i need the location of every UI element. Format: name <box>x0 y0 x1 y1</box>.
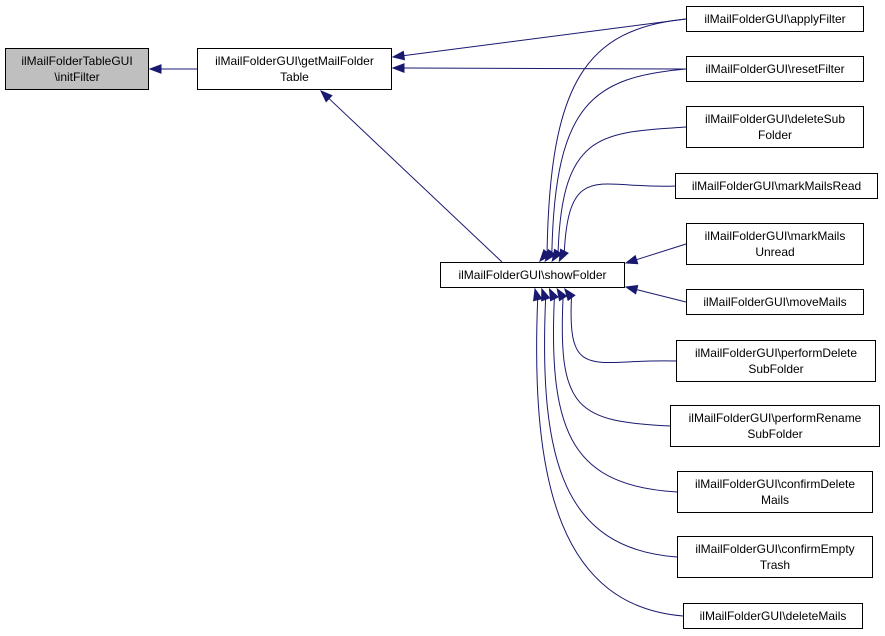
node-confirm-empty-trash[interactable]: ilMailFolderGUI\confirmEmpty Trash <box>677 536 873 578</box>
node-delete-sub-folder-line1: ilMailFolderGUI\deleteSub <box>704 112 846 126</box>
node-get-mail-folder-table-line2: Table <box>280 70 309 84</box>
node-mark-mails-read-line1: ilMailFolderGUI\markMailsRead <box>691 179 862 193</box>
node-confirm-delete-mails-line1: ilMailFolderGUI\confirmDelete <box>694 477 856 491</box>
edge-get-table-to-reset-filter <box>403 67 687 70</box>
edge-show-folder-to-move-mails <box>636 289 687 303</box>
node-perform-rename-sub-folder[interactable]: ilMailFolderGUI\performRename SubFolder <box>670 405 880 447</box>
edge-show-folder-to-apply-filter <box>546 18 687 253</box>
node-delete-mails-line1: ilMailFolderGUI\deleteMails <box>699 609 847 623</box>
node-confirm-empty-trash-line2: Trash <box>759 558 791 572</box>
arrowhead <box>624 285 639 295</box>
node-confirm-delete-mails[interactable]: ilMailFolderGUI\confirmDelete Mails <box>677 471 873 513</box>
node-perform-rename-sub-folder-line2: SubFolder <box>747 427 803 441</box>
edge-get-table-to-apply-filter <box>403 18 687 57</box>
node-get-mail-folder-table-line1: ilMailFolderGUI\getMailFolder <box>215 54 374 68</box>
arrowhead <box>539 249 552 263</box>
edge-show-folder-to-perform-delete <box>570 297 677 364</box>
edge-show-folder-to-delete-sub-folder <box>557 126 687 252</box>
node-confirm-delete-mails-line2: Mails <box>760 493 789 507</box>
edge-show-folder-to-mark-unread <box>636 243 687 261</box>
edge-show-folder-to-reset-filter <box>551 68 687 253</box>
arrowhead <box>548 287 559 302</box>
arrowhead <box>391 50 406 61</box>
node-mark-mails-unread[interactable]: ilMailFolderGUI\markMails Unread <box>686 223 864 265</box>
arrowhead <box>624 254 639 265</box>
node-delete-sub-folder[interactable]: ilMailFolderGUI\deleteSub Folder <box>686 106 864 148</box>
node-mark-mails-unread-line2: Unread <box>755 245 795 259</box>
node-init-filter-line2: \initFilter <box>54 70 100 84</box>
node-reset-filter-line1: ilMailFolderGUI\resetFilter <box>705 62 845 76</box>
arrowhead <box>541 287 551 302</box>
edge-show-folder-to-confirm-empty-trash <box>544 299 678 558</box>
node-apply-filter[interactable]: ilMailFolderGUI\applyFilter <box>686 6 864 32</box>
arrowhead <box>556 287 568 302</box>
arrowhead <box>148 64 162 74</box>
arrowhead <box>391 63 405 73</box>
node-delete-mails[interactable]: ilMailFolderGUI\deleteMails <box>683 603 863 629</box>
node-confirm-empty-trash-line1: ilMailFolderGUI\confirmEmpty <box>695 542 855 556</box>
node-show-folder-line1: ilMailFolderGUI\showFolder <box>458 268 607 282</box>
edge-show-folder-to-confirm-delete-mails <box>553 298 678 493</box>
edge-show-folder-to-delete-mails <box>536 299 684 617</box>
node-move-mails-line1: ilMailFolderGUI\moveMails <box>703 295 847 309</box>
edge-show-folder-to-perform-rename <box>561 298 671 427</box>
edge-get-table-to-show-folder <box>328 98 503 263</box>
arrowhead <box>564 287 576 302</box>
node-reset-filter[interactable]: ilMailFolderGUI\resetFilter <box>686 56 864 82</box>
node-apply-filter-line1: ilMailFolderGUI\applyFilter <box>704 12 846 26</box>
arrowhead <box>533 287 543 302</box>
node-move-mails[interactable]: ilMailFolderGUI\moveMails <box>686 289 864 315</box>
node-get-mail-folder-table[interactable]: ilMailFolderGUI\getMailFolder Table <box>197 48 392 90</box>
edge-show-folder-to-mark-read <box>563 183 676 252</box>
node-show-folder[interactable]: ilMailFolderGUI\showFolder <box>440 262 625 288</box>
node-init-filter-line1: ilMailFolderTableGUI <box>21 54 133 68</box>
node-init-filter: ilMailFolderTableGUI \initFilter <box>5 48 149 90</box>
node-perform-rename-sub-folder-line1: ilMailFolderGUI\performRename <box>688 411 862 425</box>
node-perform-delete-sub-folder-line2: SubFolder <box>748 362 804 376</box>
node-delete-sub-folder-line2: Folder <box>757 128 792 142</box>
node-perform-delete-sub-folder-line1: ilMailFolderGUI\performDelete <box>694 346 858 360</box>
node-mark-mails-unread-line1: ilMailFolderGUI\markMails <box>704 229 846 243</box>
arrowhead <box>558 248 569 263</box>
node-perform-delete-sub-folder[interactable]: ilMailFolderGUI\performDelete SubFolder <box>676 340 876 382</box>
node-mark-mails-read[interactable]: ilMailFolderGUI\markMailsRead <box>675 173 878 199</box>
